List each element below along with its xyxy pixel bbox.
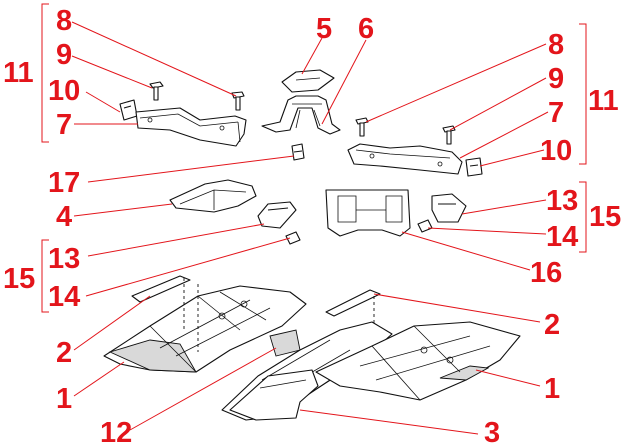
callout-8-left: 8 [56, 5, 72, 37]
bracket-part-17 [291, 143, 305, 161]
callout-12: 12 [100, 417, 132, 447]
leader-1-left [73, 361, 125, 397]
leader-4 [73, 203, 173, 217]
callout-16: 16 [530, 257, 562, 289]
callout-14-right: 14 [546, 221, 578, 253]
callout-9-left: 9 [56, 39, 72, 71]
strip-part-2-left [131, 275, 191, 303]
reinforcement-part-4 [169, 179, 257, 213]
leader-16 [401, 231, 531, 271]
strip-part-2-right [325, 289, 381, 317]
leader-9-left [71, 55, 153, 89]
rail-part-7-left [135, 107, 247, 147]
leader-7-right [459, 111, 549, 159]
callout-10-left: 10 [48, 75, 80, 107]
bracket-group-11-left [41, 3, 49, 143]
callout-8-right: 8 [548, 29, 564, 61]
callout-10-right: 10 [540, 135, 572, 167]
callout-2-right: 2 [544, 309, 560, 341]
leader-9-right [449, 77, 547, 131]
leader-1-right [475, 369, 541, 387]
callout-13-right: 13 [546, 185, 578, 217]
floor-pan-part-1-left [103, 285, 307, 373]
bolt-part-9-left [149, 81, 164, 101]
leader-8-left [71, 21, 237, 97]
bolt-part-8-left [231, 91, 245, 111]
bolt-part-9-right [442, 125, 456, 145]
crossmember-part-6 [261, 95, 341, 135]
leader-17 [87, 155, 295, 183]
leader-3 [299, 409, 479, 435]
leader-2-right [373, 293, 541, 323]
callout-11-right: 11 [588, 85, 619, 117]
leader-6 [321, 39, 367, 125]
callout-1-left: 1 [56, 383, 72, 415]
bracket-group-15-right [579, 181, 587, 253]
bolt-part-8-right [355, 117, 369, 137]
leader-14-left [85, 237, 291, 297]
leader-13-left [87, 223, 265, 257]
rail-part-7-right [347, 143, 463, 175]
bracket-group-15-left [41, 239, 49, 313]
leader-10-right [479, 149, 545, 167]
leader-8-right [365, 43, 547, 123]
callout-labels: 8 9 10 7 11 5 6 8 9 7 10 11 17 4 13 15 1… [3, 5, 621, 447]
callout-14-left: 14 [48, 281, 80, 313]
callout-7-right: 7 [548, 97, 564, 129]
leader-14-right [427, 227, 547, 235]
callout-13-left: 13 [48, 243, 80, 275]
bracket-part-10-left [119, 99, 138, 121]
bracket-part-5 [281, 69, 335, 93]
leader-10-left [85, 91, 121, 113]
bracket-part-10-right [465, 157, 483, 177]
callout-17: 17 [48, 167, 80, 199]
leader-12 [129, 347, 277, 431]
leader-lines [71, 21, 549, 435]
group-brackets [41, 3, 587, 313]
callout-2-left: 2 [56, 337, 72, 369]
crossmember-part-16 [325, 189, 411, 237]
callout-7-left: 7 [56, 109, 72, 141]
clip-part-14-left [285, 231, 301, 245]
leader-5 [301, 37, 323, 75]
leader-2-left [73, 295, 151, 351]
callout-4: 4 [56, 201, 72, 233]
clip-part-14-right [417, 219, 433, 233]
floor-pan-part-1-right [315, 321, 521, 401]
bracket-group-11-right [579, 23, 587, 165]
bracket-part-13-left [257, 201, 297, 229]
callout-3: 3 [484, 417, 500, 447]
parts-line-art [103, 69, 521, 421]
callout-1-right: 1 [544, 373, 560, 405]
callout-15-right: 15 [589, 201, 621, 233]
leader-13-right [461, 199, 547, 215]
callout-5: 5 [316, 13, 332, 45]
callout-9-right: 9 [548, 63, 564, 95]
pan-part-3 [229, 369, 319, 421]
callout-11-left: 11 [3, 57, 34, 89]
callout-6: 6 [358, 13, 374, 45]
bracket-part-13-right [431, 193, 467, 223]
callout-15-left: 15 [3, 263, 35, 295]
